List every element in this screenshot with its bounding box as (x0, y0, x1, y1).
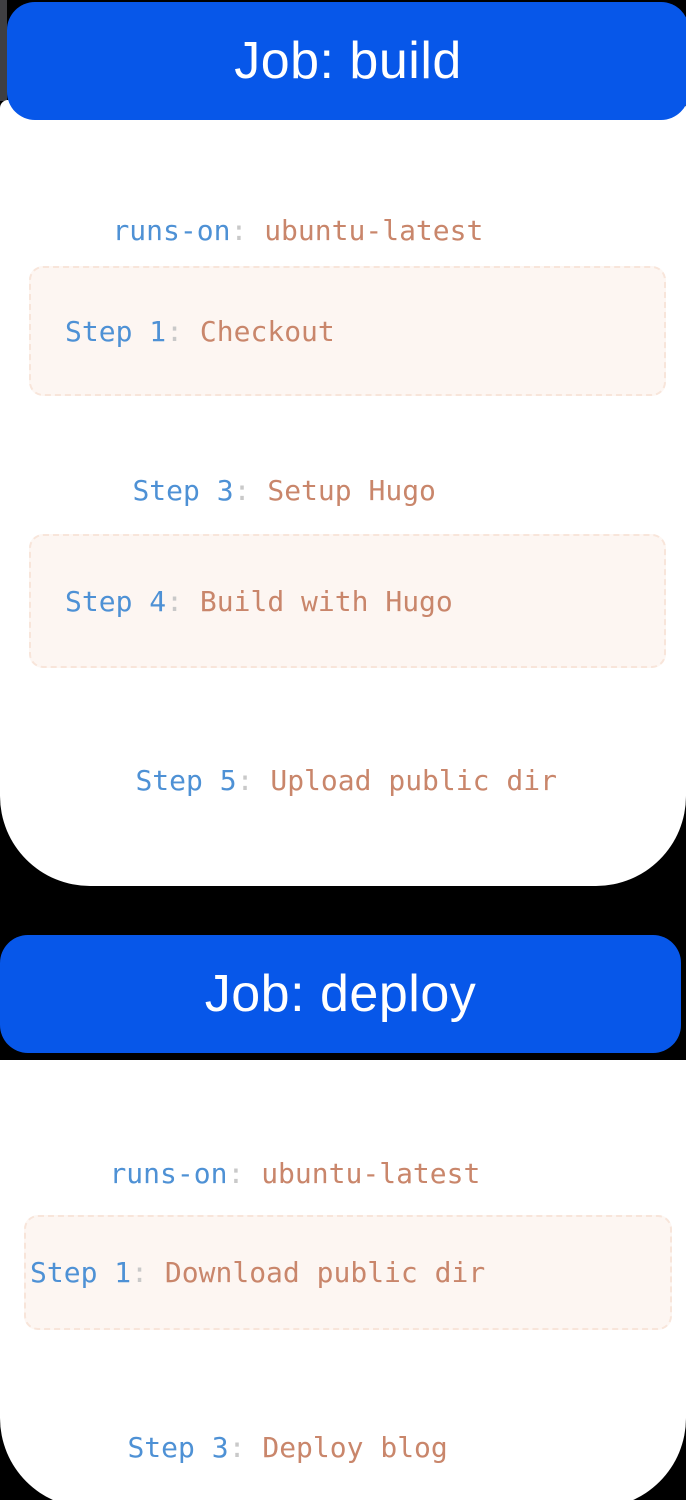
runs-on-value: ubuntu-latest (264, 214, 484, 247)
step-key: Step 1 (65, 314, 167, 348)
job-title-deploy: Job: deploy (204, 965, 477, 1023)
step-row-build-3: Step 3: Setup Hugo (65, 446, 436, 536)
step-value: Deploy blog (262, 1431, 448, 1464)
job-header-deploy: Job: deploy (0, 935, 681, 1053)
runs-on-value: ubuntu-latest (261, 1157, 481, 1190)
job-card-build (0, 100, 686, 886)
step-separator: : (131, 1256, 149, 1289)
step-value: Upload public dir (270, 764, 557, 797)
step-separator: : (233, 474, 251, 507)
step-separator: : (166, 314, 184, 348)
job-header-build: Job: build (7, 2, 686, 120)
step-value: Download public dir (164, 1256, 486, 1289)
step-row-build-5: Step 5: Upload public dir (68, 736, 557, 826)
step-box-deploy-1: Step 1: Download public dir (24, 1215, 672, 1330)
step-key: Step 3 (127, 1431, 229, 1464)
step-value: Build with Hugo (199, 584, 453, 618)
step-key: Step 1 (30, 1256, 132, 1289)
job-title-build: Job: build (234, 32, 462, 90)
runs-on-row-deploy: runs-on: ubuntu-latest (42, 1129, 480, 1219)
runs-on-separator: : (230, 214, 248, 247)
page-edge-strip (0, 0, 7, 101)
step-separator: : (236, 764, 254, 797)
step-separator: : (228, 1431, 246, 1464)
step-key: Step 4 (65, 584, 167, 618)
step-key: Step 3 (132, 474, 234, 507)
step-key: Step 5 (135, 764, 237, 797)
step-separator: : (166, 584, 184, 618)
runs-on-key: runs-on (112, 214, 231, 247)
step-value: Checkout (199, 314, 335, 348)
step-row-deploy-3: Step 3: Deploy blog (60, 1403, 448, 1493)
step-value: Setup Hugo (267, 474, 436, 507)
runs-on-key: runs-on (109, 1157, 228, 1190)
step-box-build-1: Step 1: Checkout (29, 266, 666, 396)
step-box-build-4: Step 4: Build with Hugo (29, 534, 666, 668)
runs-on-row-build: runs-on: ubuntu-latest (45, 186, 483, 276)
runs-on-separator: : (227, 1157, 245, 1190)
